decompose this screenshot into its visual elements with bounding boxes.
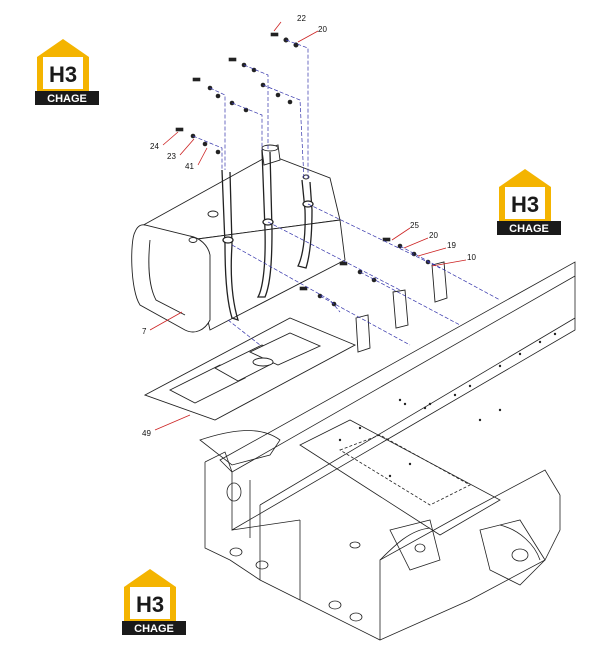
callout-24: 24 bbox=[150, 142, 159, 151]
logo-bottom: H3 CHAGE bbox=[122, 569, 186, 635]
chassis-frame bbox=[199, 261, 576, 641]
callout-7: 7 bbox=[142, 327, 147, 336]
callout-49: 49 bbox=[142, 429, 151, 438]
fuel-tank bbox=[131, 144, 346, 333]
logo-mark: H3 bbox=[511, 192, 539, 217]
logo-name: CHAGE bbox=[47, 93, 87, 105]
logo-top-left: H3 CHAGE bbox=[35, 39, 99, 105]
callout-41: 41 bbox=[185, 162, 194, 171]
assembly-lines bbox=[192, 39, 501, 346]
logo-mark: H3 bbox=[49, 62, 77, 87]
callout-22: 22 bbox=[297, 14, 306, 23]
logo-name: CHAGE bbox=[134, 623, 174, 635]
splash-plate bbox=[143, 317, 357, 421]
callout-labels: 22 20 24 23 41 25 20 19 10 7 49 bbox=[142, 14, 476, 438]
callout-10: 10 bbox=[467, 253, 476, 262]
leader-lines bbox=[149, 21, 467, 431]
logo-name: CHAGE bbox=[509, 223, 549, 235]
rail-holes bbox=[338, 332, 557, 478]
callout-19: 19 bbox=[447, 241, 456, 250]
callout-25: 25 bbox=[410, 221, 419, 230]
callout-20-top: 20 bbox=[318, 25, 327, 34]
callout-23: 23 bbox=[167, 152, 176, 161]
mount-brackets bbox=[355, 261, 448, 353]
logo-right: H3 CHAGE bbox=[497, 169, 561, 235]
callout-20-right: 20 bbox=[429, 231, 438, 240]
logo-mark: H3 bbox=[136, 592, 164, 617]
